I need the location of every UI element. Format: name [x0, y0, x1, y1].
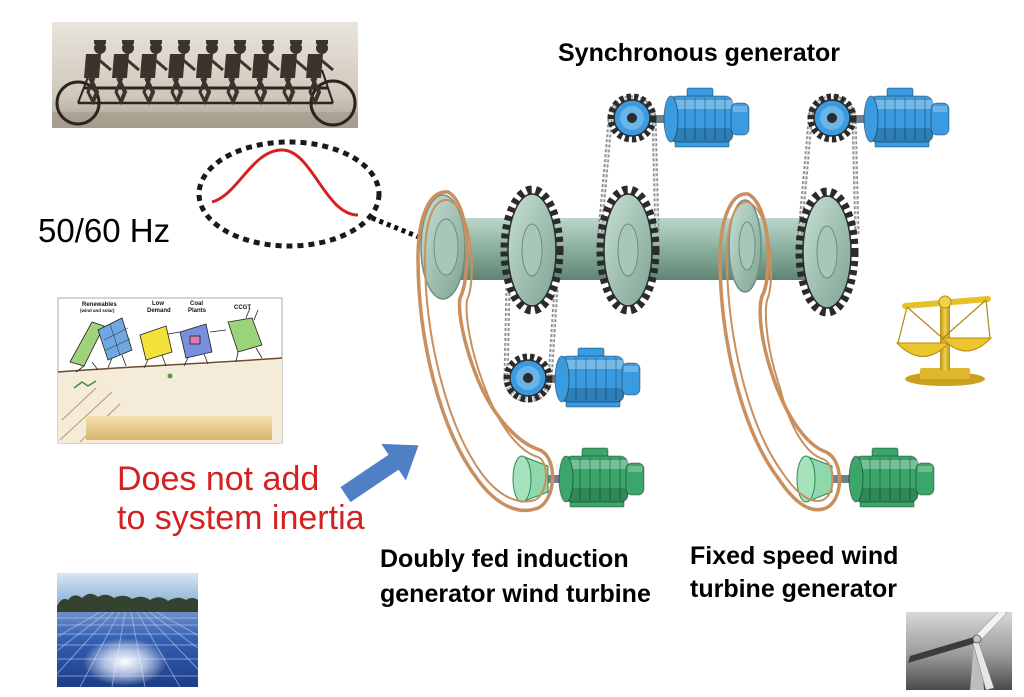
- solar-panels-photo-icon: [57, 573, 198, 687]
- cartoon-label-renewables: Renewables: [82, 302, 117, 308]
- drive-belts: [416, 190, 842, 513]
- sprocket-gear-icon: [800, 192, 854, 312]
- frequency-label: 50/60 Hz: [38, 212, 171, 249]
- ccgt-figure: [227, 307, 263, 363]
- fixed-speed-label-line: Fixed speed wind: [690, 542, 899, 570]
- cartoon-label-ccgt: CCGT: [234, 305, 251, 311]
- sprocket-gear-icon: [811, 97, 853, 139]
- synchronous-generator-label: Synchronous generator: [558, 39, 840, 67]
- flywheel-disc: [420, 194, 466, 300]
- cliff-cartoon-icon: Renewables (wind and solar) Low Demand C…: [57, 297, 283, 444]
- dfig-label-line: Doubly fed induction: [380, 545, 629, 573]
- sprocket-gear-icon: [505, 190, 559, 310]
- synchronous-generator-motor-icon: [844, 87, 950, 148]
- inertia-note-line: Does not add: [117, 460, 320, 498]
- dfig-wind-turbine-label: Doubly fed induction generator wind turb…: [380, 542, 651, 612]
- dashed-ellipse: [196, 139, 382, 249]
- renewables-figure: [69, 317, 133, 373]
- synchronous-generator-motor-icon: [644, 87, 750, 148]
- dfig-motor-icon: [539, 447, 645, 508]
- cartoon-sublabel-plants: Plants: [188, 308, 207, 314]
- cartoon-label-low: Low: [152, 301, 164, 307]
- sprocket-gear-icon: [601, 190, 655, 310]
- arrow-icon: [340, 443, 419, 503]
- wind-turbine-photo-icon: [906, 612, 1012, 690]
- coal-plants-figure: [179, 323, 227, 367]
- shaft-assembly: [420, 95, 860, 403]
- fixed-speed-label-line: turbine generator: [690, 575, 897, 603]
- sine-wave-icon: [211, 148, 359, 217]
- dfig-label-line: generator wind turbine: [380, 580, 651, 608]
- dfig-pulley: [512, 455, 549, 503]
- fixed-speed-motor-icon: [829, 447, 935, 508]
- fixed-speed-pulley: [796, 455, 833, 503]
- fixed-speed-wind-turbine-label: Fixed speed wind turbine generator: [690, 540, 898, 606]
- belt-pulley-disc: [728, 199, 762, 293]
- low-demand-figure: [139, 325, 181, 369]
- inertia-note: Does not add to system inertia: [117, 460, 365, 538]
- cartoon-sublabel-demand: Demand: [147, 308, 171, 314]
- inertia-note-line: to system inertia: [117, 499, 365, 537]
- tandem-bicycle-photo-icon: [52, 22, 358, 128]
- balance-scale-icon: [895, 295, 993, 386]
- cartoon-sublabel-renewables: (wind and solar): [80, 308, 115, 313]
- cartoon-label-coal: Coal: [190, 301, 203, 307]
